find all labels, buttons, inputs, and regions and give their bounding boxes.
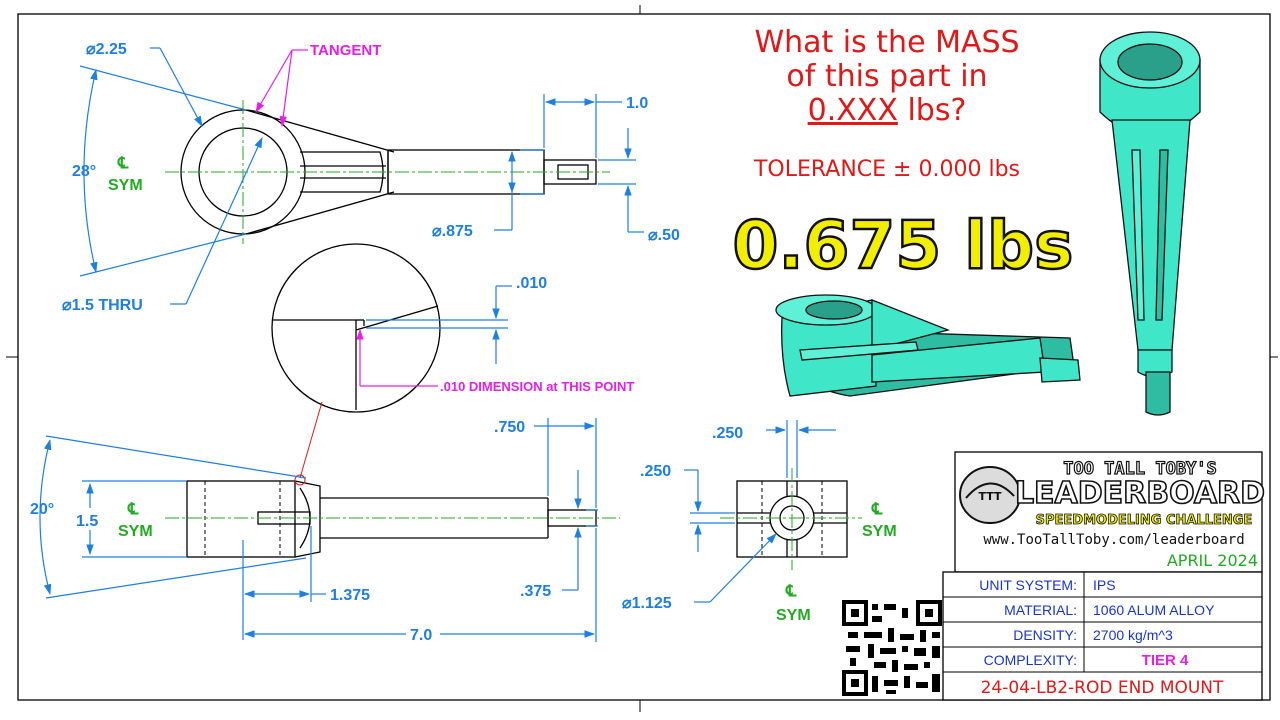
tb-value-material: 1060 ALUM ALLOY: [1093, 602, 1215, 618]
detail-view: [271, 243, 512, 479]
dim-375-label: .375: [520, 583, 551, 600]
tb-part-number: 24-04-LB2-ROD END MOUNT: [981, 678, 1224, 698]
angle-20-label: 20°: [30, 501, 54, 518]
tb-label-complexity: COMPLEXITY:: [984, 652, 1077, 668]
dim-010-label: .010: [516, 275, 547, 292]
tb-label-density: DENSITY:: [1013, 627, 1077, 643]
top-cl-symbol: ℄: [117, 155, 129, 172]
top-view: [79, 47, 644, 305]
end-cl-symbol-bottom: ℄: [785, 583, 797, 600]
tolerance-label: TOLERANCE ± 0.000 lbs: [753, 157, 1020, 182]
tangent-label: TANGENT: [310, 42, 381, 59]
iso-model-small: [775, 294, 1081, 397]
tb-value-complexity: TIER 4: [1142, 652, 1189, 669]
end-sym-bottom: SYM: [776, 607, 811, 624]
tb-value-density: 2700 kg/m^3: [1093, 627, 1173, 643]
question-line1: What is the MASS: [754, 25, 1019, 60]
logo-line1: TOO TALL TOBY'S: [1063, 459, 1217, 479]
detail-note: .010 DIMENSION at THIS POINT: [440, 379, 634, 394]
dia-225-label: ⌀2.25: [86, 41, 127, 58]
dim-750-label: .750: [494, 419, 525, 436]
dim-10-label: 1.0: [626, 95, 648, 112]
dim-70-label: 7.0: [410, 627, 432, 644]
end-dim-250-v-label: .250: [640, 463, 671, 480]
dia-15-thru-label: ⌀1.5 THRU: [62, 297, 143, 314]
question-underlined-format: 0.XXX: [808, 93, 898, 128]
logo-date: APRIL 2024: [1167, 551, 1258, 570]
end-cl-symbol-right: ℄: [871, 501, 883, 518]
logo-url: www.TooTallToby.com/leaderboard: [983, 532, 1244, 548]
end-sym-right: SYM: [862, 523, 897, 540]
tb-label-material: MATERIAL:: [1004, 602, 1077, 618]
tb-label-unit-system: UNIT SYSTEM:: [979, 577, 1077, 593]
question-line2: of this part in: [786, 59, 987, 94]
dia-875-label: ⌀.875: [432, 223, 473, 240]
angle-28-label: 28°: [72, 163, 96, 180]
question-line3: 0.XXX lbs?: [808, 93, 967, 128]
dim-15-label: 1.5: [76, 513, 98, 530]
logo-line2: LEADERBOARD: [1015, 476, 1265, 511]
dia-1125-label: ⌀1.125: [622, 595, 672, 612]
front-cl-symbol: ℄: [127, 501, 139, 518]
logo-line3: SPEEDMODELING CHALLENGE: [1036, 513, 1253, 528]
dia-50-label: ⌀.50: [648, 227, 680, 244]
title-block: [942, 571, 1263, 701]
top-sym-label: SYM: [108, 177, 143, 194]
answer-value: 0.675 lbs: [733, 207, 1074, 284]
ttt-logo-badge: [959, 466, 1021, 524]
front-sym-label: SYM: [118, 523, 153, 540]
logo-badge-text: TTT: [978, 490, 1002, 503]
end-dim-250-h-label: .250: [712, 425, 743, 442]
question-units: lbs?: [898, 93, 966, 128]
front-view: [39, 418, 620, 642]
qr-code: [842, 600, 942, 696]
iso-model-large: [1099, 31, 1201, 416]
dim-1375-label: 1.375: [330, 587, 370, 604]
end-view: [684, 420, 862, 603]
tb-value-unit-system: IPS: [1093, 577, 1116, 593]
